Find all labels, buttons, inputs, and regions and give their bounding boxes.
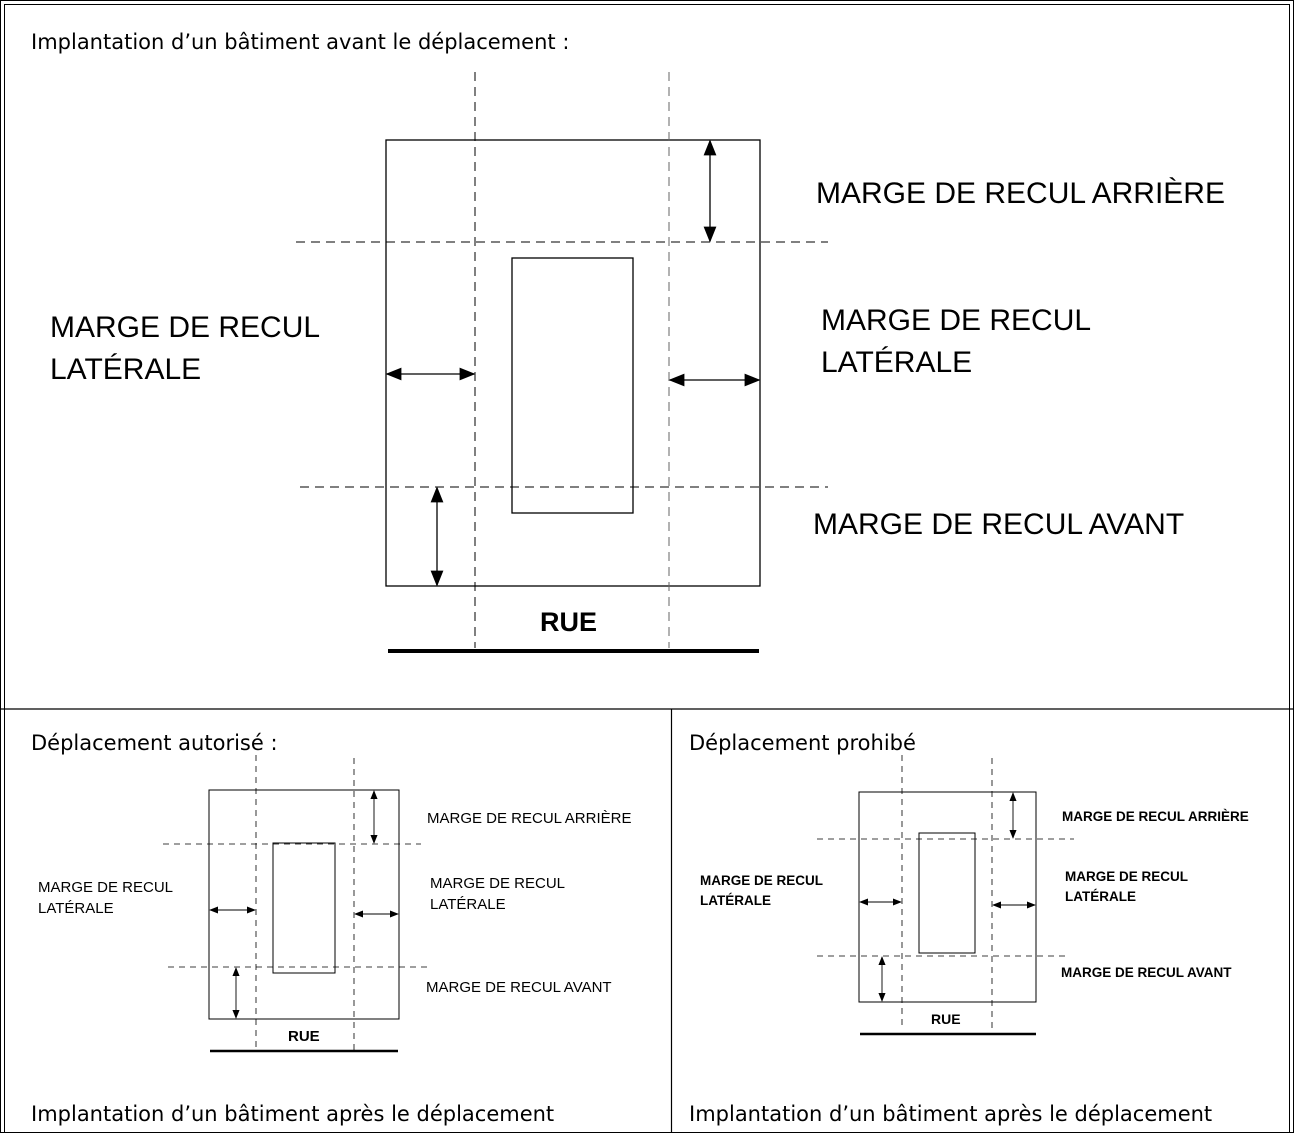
label-rear-margin: MARGE DE RECUL ARRIÈRE xyxy=(427,810,632,827)
label-right-lateral-2: LATÉRALE xyxy=(1065,889,1136,904)
label-rear-margin: MARGE DE RECUL ARRIÈRE xyxy=(816,177,1225,210)
prohibited-caption: Implantation d’un bâtiment après le dépl… xyxy=(689,1102,1213,1126)
lot-outline xyxy=(208,789,400,1020)
label-street: RUE xyxy=(540,607,597,637)
authorized-title: Déplacement autorisé : xyxy=(31,731,278,755)
label-left-lateral-1: MARGE DE RECUL xyxy=(50,311,320,344)
lot-outline xyxy=(858,791,1037,1003)
label-front-margin: MARGE DE RECUL AVANT xyxy=(813,508,1184,541)
label-right-lateral-2: LATÉRALE xyxy=(430,896,506,913)
label-right-lateral-1: MARGE DE RECUL xyxy=(430,875,565,892)
authorized-diagram: MARGE DE RECUL ARRIÈRE MARGE DE RECUL LA… xyxy=(38,755,632,1053)
label-street: RUE xyxy=(288,1028,320,1045)
label-left-lateral-1: MARGE DE RECUL xyxy=(700,873,823,888)
label-front-margin: MARGE DE RECUL AVANT xyxy=(1061,965,1232,980)
setback-lines xyxy=(817,755,1074,1030)
lot-outline xyxy=(385,139,761,587)
dimension-arrows xyxy=(859,792,1036,1002)
label-right-lateral-2: LATÉRALE xyxy=(821,346,972,379)
building-outline xyxy=(272,842,336,974)
setback-lines xyxy=(163,755,430,1050)
prohibited-diagram: MARGE DE RECUL ARRIÈRE MARGE DE RECUL LA… xyxy=(700,755,1249,1036)
top-caption: Implantation d’un bâtiment avant le dépl… xyxy=(31,30,570,54)
label-rear-margin: MARGE DE RECUL ARRIÈRE xyxy=(1062,809,1249,824)
authorized-caption: Implantation d’un bâtiment après le dépl… xyxy=(31,1102,555,1126)
label-front-margin: MARGE DE RECUL AVANT xyxy=(426,979,612,996)
building-outline xyxy=(511,257,634,514)
label-left-lateral-2: LATÉRALE xyxy=(38,900,114,917)
label-street: RUE xyxy=(931,1011,961,1027)
building-outline xyxy=(918,832,976,954)
top-diagram: MARGE DE RECUL ARRIÈRE MARGE DE RECUL LA… xyxy=(50,72,1225,653)
setback-lines xyxy=(296,72,828,648)
label-right-lateral-1: MARGE DE RECUL xyxy=(821,304,1091,337)
label-left-lateral-1: MARGE DE RECUL xyxy=(38,879,173,896)
label-left-lateral-2: LATÉRALE xyxy=(700,893,771,908)
prohibited-title: Déplacement prohibé xyxy=(689,731,916,755)
label-right-lateral-1: MARGE DE RECUL xyxy=(1065,869,1188,884)
dimension-arrows xyxy=(209,790,399,1019)
dimension-arrows xyxy=(385,139,761,587)
label-left-lateral-2: LATÉRALE xyxy=(50,353,201,386)
